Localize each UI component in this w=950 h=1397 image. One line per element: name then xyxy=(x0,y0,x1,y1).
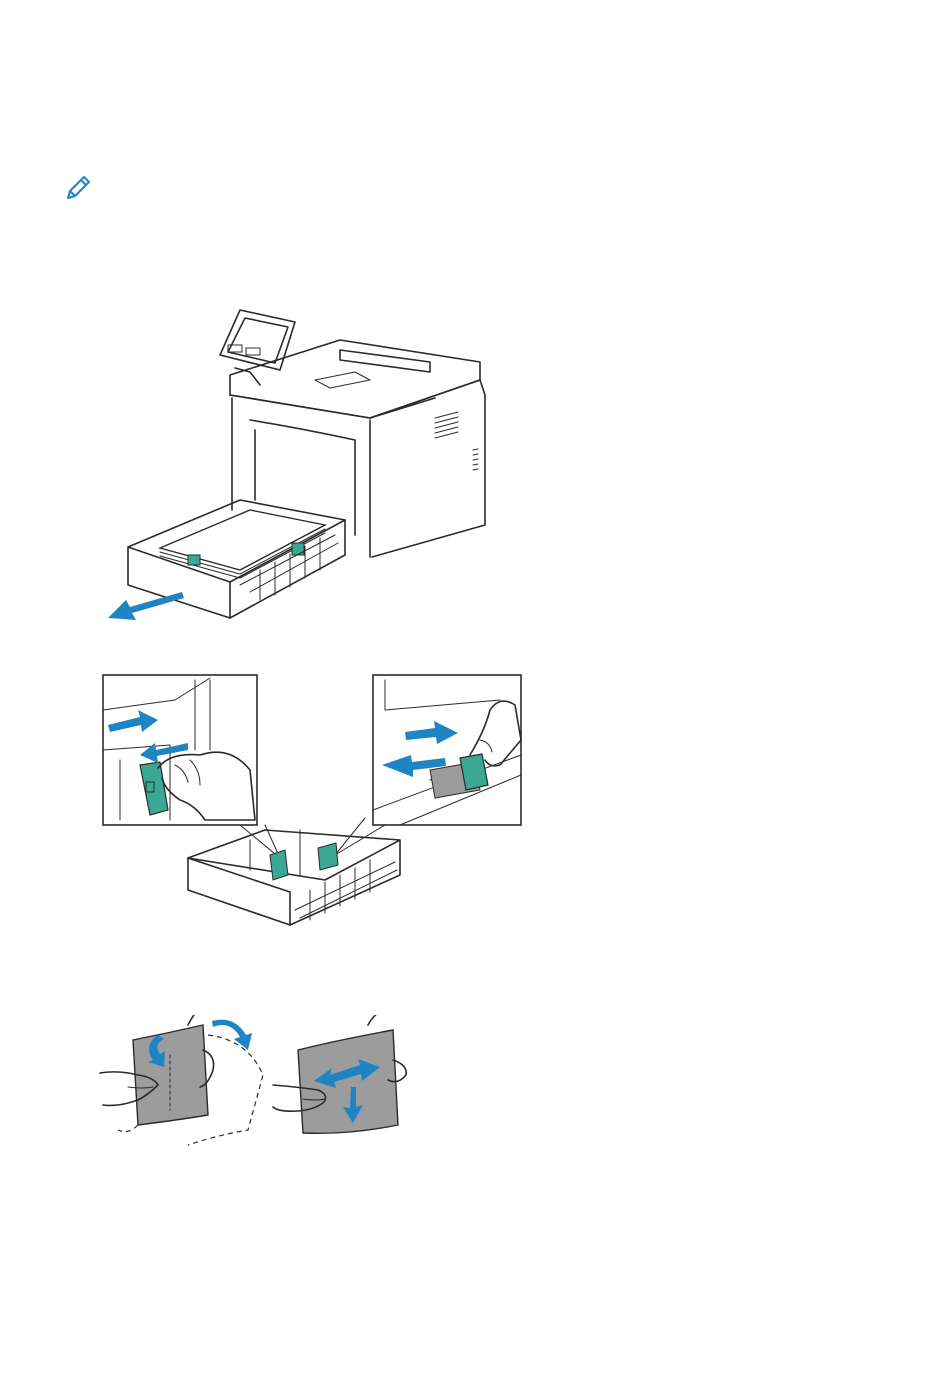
paper-fanning xyxy=(98,1015,413,1155)
pencil-icon xyxy=(64,172,94,202)
tray-guides-adjust xyxy=(100,670,525,930)
printer-tray-pulled-out xyxy=(100,300,500,630)
